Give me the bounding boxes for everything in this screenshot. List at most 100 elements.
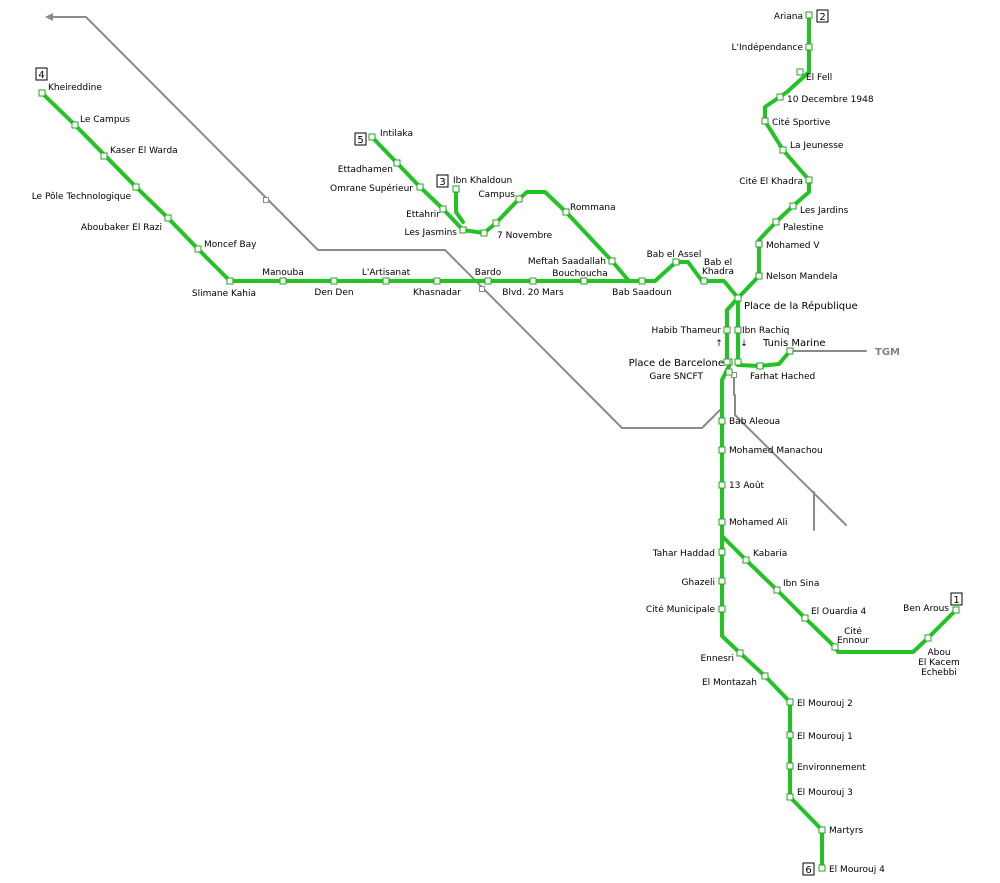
station-marker — [672, 258, 680, 266]
station-marker — [452, 185, 460, 193]
label-el-fell: El Fell — [806, 73, 832, 83]
label-aboubaker-el-razi: Aboubaker El Razi — [81, 223, 162, 233]
label-le-campus: Le Campus — [80, 115, 130, 125]
station-marker — [718, 548, 726, 556]
line-2-track — [736, 13, 811, 300]
label-palestine: Palestine — [783, 223, 824, 233]
arrow-down-icon: ↓ — [740, 339, 748, 349]
station-marker — [718, 481, 726, 489]
line-1-3-west-track — [610, 259, 740, 300]
station-marker — [700, 277, 708, 285]
station-marker — [734, 294, 742, 302]
station-marker — [786, 793, 794, 801]
label-habib-thameur: Habib Thameur — [652, 326, 722, 336]
label-artisanat: L'Artisanat — [362, 268, 411, 278]
label-slimane-kahia: Slimane Kahia — [192, 289, 256, 299]
station-marker — [801, 614, 809, 622]
label-cite-sportive: Cité Sportive — [772, 117, 831, 128]
line-number-4: 4 — [35, 67, 48, 81]
label-rommana: Rommana — [570, 203, 616, 213]
label-bab-el-assel: Bab el Assel — [647, 250, 702, 260]
station-labels: Ariana L'Indépendance El Fell 10 Decembr… — [32, 12, 950, 875]
station-marker — [480, 229, 488, 237]
station-marker — [38, 89, 46, 97]
label-ibn-rachiq: Ibn Rachiq — [742, 326, 789, 336]
station-marker — [580, 277, 588, 285]
label-manouba: Manouba — [262, 268, 303, 278]
label-el-ouardia-4: El Ouardia 4 — [811, 607, 866, 617]
label-cite-el-khadra: Cité El Khadra — [739, 176, 803, 187]
label-ibn-khaldoun: Ibn Khaldoun — [453, 176, 512, 186]
station-marker — [368, 133, 376, 141]
label-gare-sncft: Gare SNCFT — [649, 372, 703, 382]
line-number-boxes: 2 4 5 3 1 6 — [35, 9, 963, 876]
station-marker — [718, 446, 726, 454]
label-bouchoucha: Bouchoucha — [552, 269, 607, 279]
label-10-decembre: 10 Decembre 1948 — [787, 95, 874, 105]
rail-track-north-west-arrow — [45, 13, 53, 21]
station-marker — [786, 347, 794, 355]
label-bab-aleoua: Bab Aleoua — [729, 417, 780, 427]
label-el-mourouj-2: El Mourouj 2 — [797, 699, 853, 709]
svg-text:3: 3 — [439, 177, 445, 188]
svg-text:6: 6 — [805, 865, 811, 876]
line-3-stub-track — [454, 187, 465, 224]
label-el-mourouj-4: El Mourouj 4 — [829, 865, 885, 875]
station-marker — [723, 358, 731, 366]
station-marker — [786, 731, 794, 739]
station-marker — [562, 208, 570, 216]
station-marker — [805, 43, 813, 51]
station-marker — [761, 117, 769, 125]
station-marker — [638, 277, 646, 285]
line-number-5: 5 — [354, 132, 367, 146]
label-tunis-marine: Tunis Marine — [762, 338, 826, 349]
station-marker — [416, 183, 424, 191]
railway-lines — [45, 13, 867, 531]
label-mohamed-manachou: Mohamed Manachou — [729, 446, 823, 456]
station-marker — [761, 672, 769, 680]
label-moncef-bay: Moncef Bay — [204, 240, 257, 250]
svg-text:5: 5 — [357, 135, 363, 146]
label-ennesri: Ennesri — [700, 654, 734, 664]
label-den-den: Den Den — [314, 288, 353, 298]
station-marker — [718, 605, 726, 613]
label-environnement: Environnement — [797, 763, 866, 773]
svg-text:1: 1 — [953, 595, 959, 606]
station-marker — [725, 368, 733, 376]
label-martyrs: Martyrs — [829, 826, 864, 836]
svg-text:2: 2 — [819, 12, 825, 23]
label-ettadhamen: Ettadhamen — [338, 165, 393, 175]
label-omrane-superieur: Omrane Supérieur — [330, 183, 413, 194]
station-marker — [924, 634, 932, 642]
label-bab-saadoun: Bab Saadoun — [612, 288, 672, 298]
station-marker — [805, 11, 813, 19]
line-number-2: 2 — [816, 9, 829, 23]
station-marker — [279, 277, 287, 285]
station-marker — [164, 214, 172, 222]
station-marker — [194, 245, 202, 253]
label-el-mourouj-1: El Mourouj 1 — [797, 732, 853, 742]
station-marker — [796, 68, 804, 76]
station-marker — [805, 176, 813, 184]
label-pole-technologique: Le Pôle Technologique — [32, 191, 132, 202]
station-marker — [492, 219, 500, 227]
station-marker — [132, 183, 140, 191]
station-marker — [776, 93, 784, 101]
label-intilaka: Intilaka — [380, 129, 413, 139]
arrow-up-icon: ↑ — [715, 339, 723, 349]
label-mohamed-ali: Mohamed Ali — [729, 518, 788, 528]
label-el-mourouj-3: El Mourouj 3 — [797, 788, 853, 798]
station-marker — [718, 518, 726, 526]
label-kabaria: Kabaria — [753, 549, 787, 559]
line-5-track — [370, 135, 614, 263]
rail-station — [263, 197, 269, 203]
label-les-jasmins: Les Jasmins — [405, 228, 458, 238]
label-meftah-saadallah: Meftah Saadallah — [528, 257, 606, 267]
station-marker — [393, 159, 401, 167]
line-number-6: 6 — [802, 862, 815, 876]
label-campus: Campus — [478, 190, 515, 200]
rail-track-south-east — [734, 394, 847, 526]
label-les-jardins: Les Jardins — [800, 206, 849, 216]
